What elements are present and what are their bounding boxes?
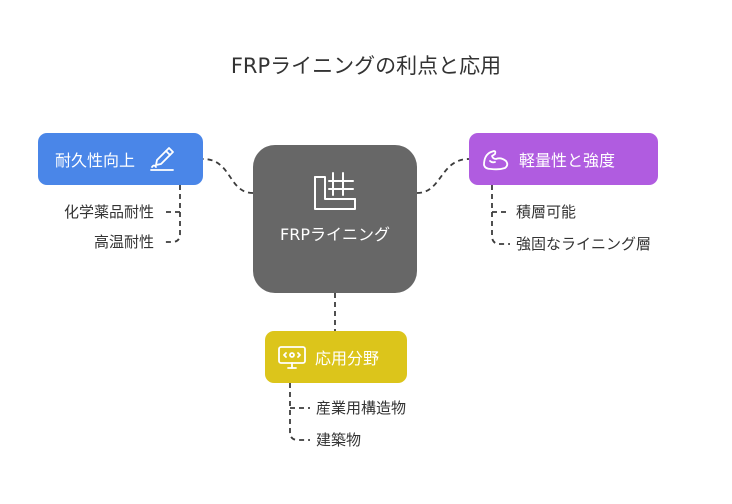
pen-writing-icon — [149, 146, 175, 172]
category-durability: 耐久性向上 — [38, 133, 203, 185]
category-lightweight-label: 軽量性と強度 — [519, 151, 616, 170]
category-applications-label: 応用分野 — [315, 349, 380, 368]
lightweight-item-strong-layer: 強固なライニング層 — [516, 235, 652, 253]
connector-lightweight-items — [491, 185, 510, 245]
flexed-arm-icon — [481, 147, 511, 171]
center-label: FRPライニング — [280, 225, 390, 244]
page-title: FRPライニングの利点と応用 — [230, 54, 502, 78]
connector-center-durability — [202, 158, 254, 194]
applications-item-industrial: 産業用構造物 — [316, 399, 407, 417]
connector-applications-items — [289, 383, 310, 441]
durability-item-chemical: 化学薬品耐性 — [63, 203, 154, 221]
connector-center-lightweight — [416, 158, 470, 194]
category-applications: 応用分野 — [265, 331, 407, 383]
lightweight-item-laminate: 積層可能 — [516, 203, 577, 221]
connector-durability-items — [162, 185, 181, 243]
center-node: FRPライニング — [253, 145, 417, 293]
applications-item-building: 建築物 — [316, 431, 362, 449]
monitor-icon — [277, 344, 307, 370]
grid-lining-icon — [311, 169, 359, 219]
durability-item-heat: 高温耐性 — [93, 233, 154, 251]
category-durability-label: 耐久性向上 — [55, 151, 136, 170]
category-lightweight: 軽量性と強度 — [469, 133, 658, 185]
